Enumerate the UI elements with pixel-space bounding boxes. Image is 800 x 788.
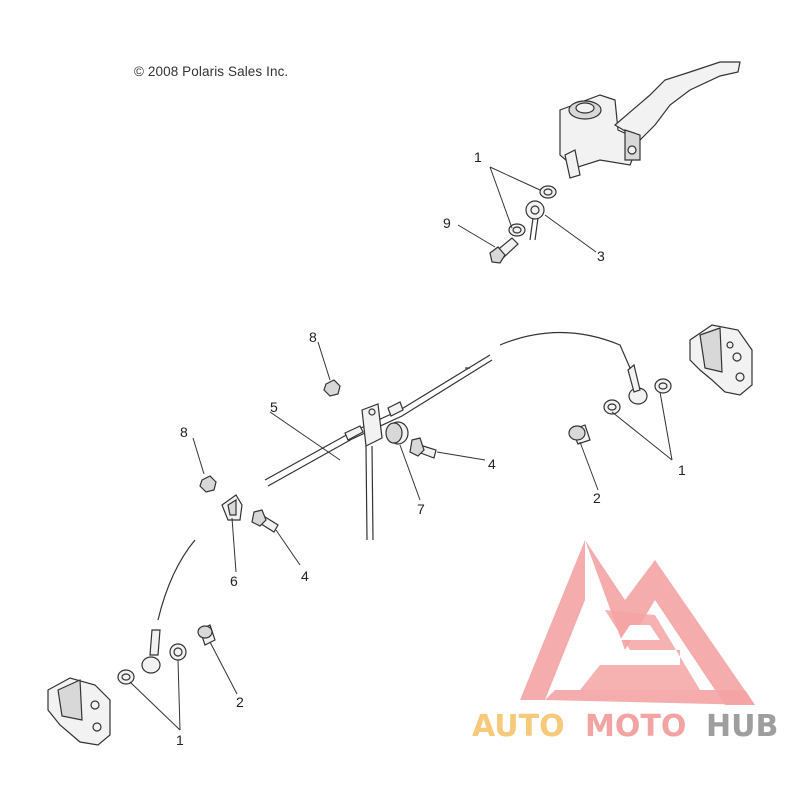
callout-8-top: 8 <box>309 329 317 345</box>
nut-left <box>199 475 217 493</box>
callout-6: 6 <box>230 573 238 589</box>
callout-2-right: 2 <box>593 490 601 506</box>
copyright-notice: © 2008 Polaris Sales Inc. <box>134 64 289 79</box>
bolt-mid <box>409 437 437 459</box>
callout-2-left: 2 <box>236 694 244 710</box>
right-caliper <box>499 324 753 445</box>
master-cylinder <box>559 61 741 179</box>
callout-3: 3 <box>597 248 605 264</box>
leader-lines <box>129 166 673 731</box>
watermark-auto: AUTO <box>472 709 565 744</box>
callout-8-left: 8 <box>180 424 188 440</box>
nut-top <box>323 379 341 397</box>
callout-1-right: 1 <box>678 462 686 478</box>
callout-4-mid: 4 <box>488 456 496 472</box>
top-banjo-fitting <box>489 185 557 264</box>
left-caliper <box>47 539 216 746</box>
watermark-logo: AUTO MOTO HUB <box>472 540 778 744</box>
watermark-hub: HUB <box>706 709 778 744</box>
spacer <box>385 421 409 445</box>
callout-5: 5 <box>270 399 278 415</box>
brake-line <box>264 354 493 541</box>
callout-7: 7 <box>417 501 425 517</box>
watermark-moto: MOTO <box>585 709 686 744</box>
bolt-left <box>251 509 279 533</box>
brake-line-tee <box>361 403 383 447</box>
banjo-left <box>141 656 161 674</box>
callouts: 1 9 3 8 5 8 7 4 6 4 2 1 2 1 <box>176 149 686 748</box>
callout-9: 9 <box>443 215 451 231</box>
clip <box>221 494 243 521</box>
callout-1-bottom: 1 <box>176 732 184 748</box>
callout-1-top: 1 <box>474 149 482 165</box>
callout-4-left: 4 <box>301 568 309 584</box>
